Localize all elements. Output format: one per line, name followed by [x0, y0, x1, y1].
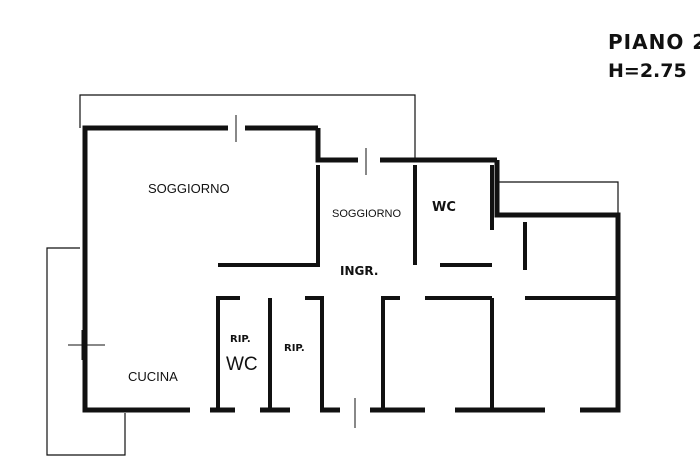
floor-label: PIANO 2 — [608, 30, 700, 54]
room-label-wc-2: WC — [226, 354, 258, 375]
room-label-soggiorno-2: SOGGIORNO — [332, 208, 402, 220]
room-label-soggiorno: SOGGIORNO — [148, 181, 230, 196]
room-label-wc: WC — [432, 200, 456, 215]
exterior-walls — [82, 125, 621, 413]
room-label-cucina: CUCINA — [128, 369, 178, 384]
interior-walls — [216, 165, 618, 410]
height-label: H=2.75 — [608, 60, 687, 82]
room-label-ingresso: INGR. — [340, 264, 379, 278]
window-markers — [68, 115, 367, 428]
room-label-ripostiglio-1: RIP. — [230, 334, 251, 345]
room-label-ripostiglio-2: RIP. — [284, 343, 305, 354]
balcony-outlines — [46, 94, 619, 456]
